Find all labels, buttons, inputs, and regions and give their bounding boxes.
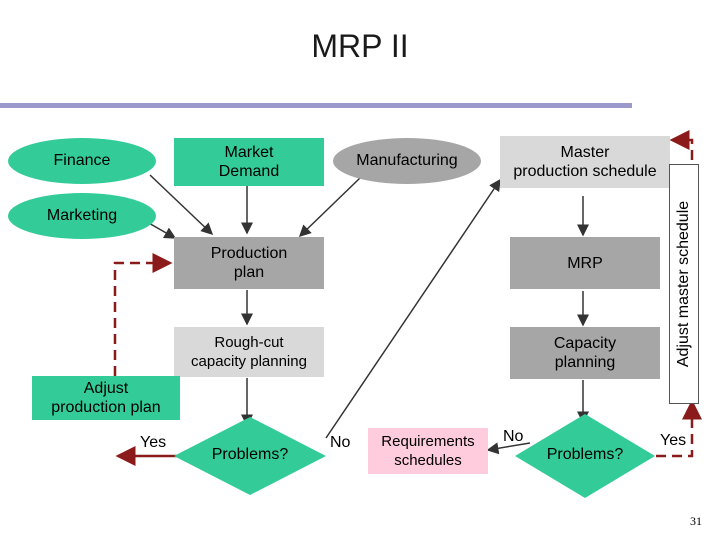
- master-schedule-box: Master production schedule: [500, 136, 670, 188]
- finance-label: Finance: [53, 152, 111, 169]
- feedback-adjust-to-production-plan: [113, 253, 173, 392]
- yes-left-label: Yes: [140, 434, 167, 451]
- yes-right-label: Yes: [660, 432, 687, 449]
- decision-diamond-right: [515, 414, 655, 498]
- no-right-label: No: [503, 428, 524, 445]
- market-demand-box: Market Demand: [174, 138, 324, 186]
- marketing-label: Marketing: [46, 207, 118, 224]
- adjust-production-plan-box: Adjust production plan: [32, 376, 180, 420]
- arrow-manufacturing-to-production-plan: [298, 177, 361, 238]
- adjust-master-schedule-label: Adjust master schedule: [675, 200, 692, 368]
- mrp-box: MRP: [510, 237, 660, 289]
- manufacturing-node: Manufacturing: [333, 138, 481, 184]
- finance-node: Finance: [8, 138, 156, 184]
- production-plan-box: Production plan: [174, 237, 324, 289]
- page-title: MRP II: [311, 28, 409, 64]
- arrow-finance-to-production-plan: [149, 174, 214, 236]
- problems-right-label: Problems?: [546, 446, 624, 463]
- arrow-problems-no-to-requirements: [486, 442, 531, 455]
- slide-number: 31: [690, 514, 702, 528]
- feedback-adjust-to-master: [669, 130, 694, 160]
- adjust-master-schedule-box: Adjust master schedule: [669, 164, 699, 404]
- no-left-label: No: [330, 434, 351, 451]
- decision-diamond-left: [174, 417, 326, 495]
- title-rule: [0, 103, 632, 108]
- arrow-problems-no-to-master: [325, 178, 501, 439]
- marketing-node: Marketing: [8, 193, 156, 239]
- rough-cut-box: Rough-cut capacity planning: [174, 327, 324, 377]
- manufacturing-label: Manufacturing: [356, 152, 458, 169]
- problems-left-label: Problems?: [211, 446, 289, 463]
- feedback-yes-right: [640, 399, 702, 458]
- capacity-planning-box: Capacity planning: [510, 327, 660, 379]
- requirements-schedules-box: Requirements schedules: [368, 428, 488, 474]
